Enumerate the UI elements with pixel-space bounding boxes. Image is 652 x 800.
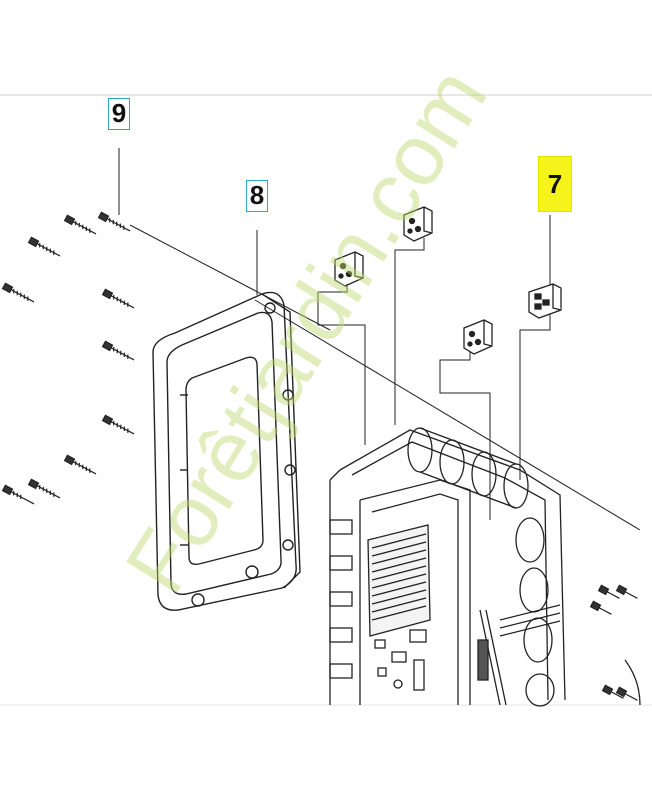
screw xyxy=(101,414,135,435)
circuit-board xyxy=(374,629,427,691)
screw xyxy=(1,282,35,303)
screw xyxy=(97,211,131,232)
screw xyxy=(101,288,135,309)
screw xyxy=(615,686,638,701)
callout-part-9: 9 xyxy=(108,98,130,130)
screw xyxy=(1,484,35,505)
screw xyxy=(615,584,638,599)
battery-pack-assembly xyxy=(329,427,641,707)
screw xyxy=(63,454,97,475)
contact-clip xyxy=(334,251,364,287)
callout-part-7: 7 xyxy=(538,156,572,212)
callout-part-8: 8 xyxy=(246,180,268,212)
heat-sink xyxy=(367,524,431,637)
wire-harness xyxy=(477,604,561,706)
screw xyxy=(597,584,620,599)
side-terminals xyxy=(329,519,353,679)
screw xyxy=(601,684,624,699)
screw xyxy=(63,214,97,235)
screw xyxy=(27,236,61,257)
screw xyxy=(27,478,61,499)
screw xyxy=(589,600,612,615)
contact-clips xyxy=(334,206,562,355)
contact-clip xyxy=(528,283,562,319)
screw xyxy=(101,340,135,361)
leader-lines xyxy=(118,148,641,531)
screw-set xyxy=(1,211,638,701)
contact-clip xyxy=(403,206,433,242)
contact-clip xyxy=(463,319,493,355)
cover-frame xyxy=(152,291,301,611)
